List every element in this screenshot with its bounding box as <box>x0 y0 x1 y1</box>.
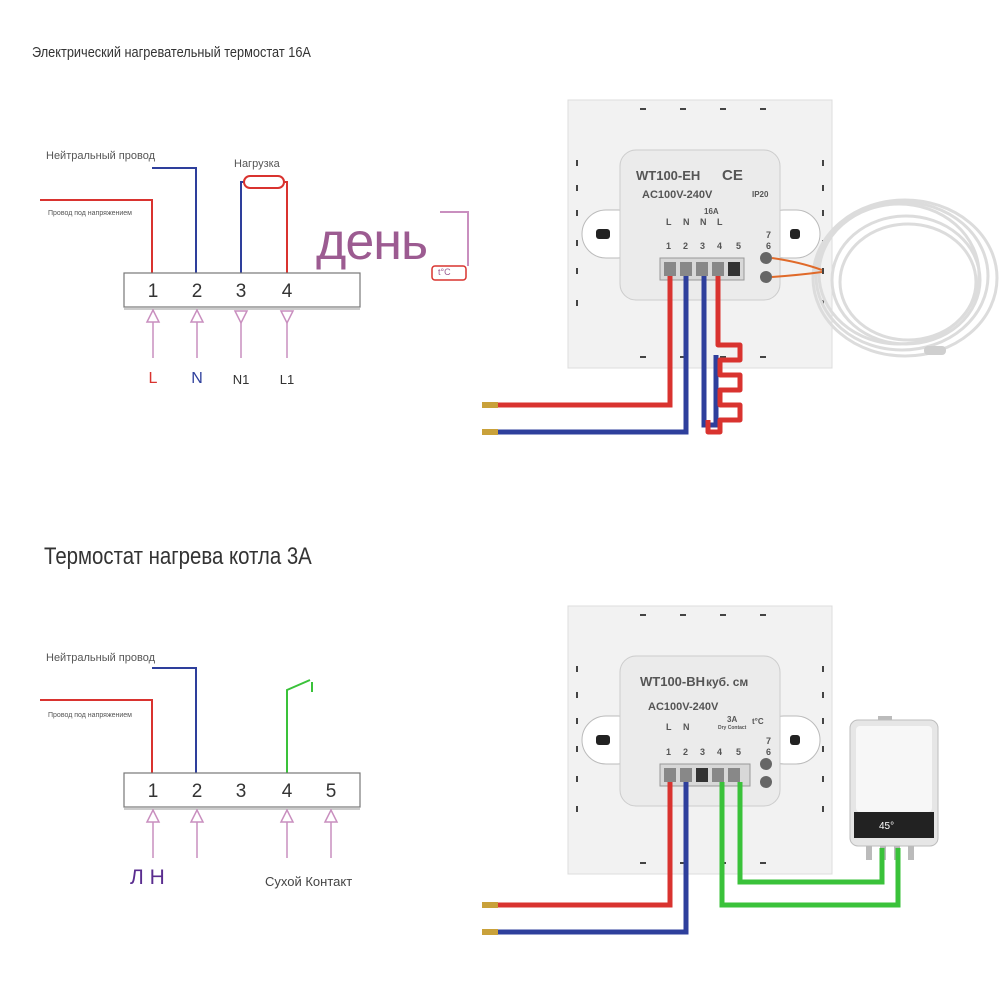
bottom-terminal-block <box>123 772 361 808</box>
top-device-current: 16A <box>704 207 719 216</box>
bottom-device-voltage: AC100V-240V <box>648 701 719 713</box>
bottom-live-wire <box>40 699 153 773</box>
bottom-device-tc: t°C <box>752 717 764 726</box>
top-device-load-coil <box>705 276 743 435</box>
bottom-dev-num-0: 1 <box>666 747 671 757</box>
bottom-device-blue-wire <box>498 782 689 935</box>
day-word: день <box>316 213 428 271</box>
top-dev-num-1: 2 <box>683 241 688 251</box>
bottom-device-model: WT100-BH <box>640 674 705 689</box>
bottom-dev-sensor-0: 7 <box>766 736 771 746</box>
top-sensor-lead <box>771 257 823 278</box>
top-device-ce: CE <box>722 167 743 184</box>
top-device-voltage: AC100V-240V <box>642 189 713 201</box>
top-bottom-label-N: N <box>191 370 203 387</box>
top-dev-num-0: 1 <box>666 241 671 251</box>
bottom-dev-num-4: 5 <box>736 747 741 757</box>
top-device-ip: IP20 <box>752 190 769 199</box>
bottom-dev-sensor-1: 6 <box>766 747 771 757</box>
boiler-display: 45° <box>879 821 894 832</box>
boiler-image <box>849 716 939 860</box>
top-dev-sensor-0: 7 <box>766 230 771 240</box>
top-sensor-coil <box>811 198 999 358</box>
bottom-dev-num-2: 3 <box>700 747 705 757</box>
bottom-terminal-1: 1 <box>147 781 159 802</box>
bottom-dev-letter-0: L <box>666 722 672 732</box>
top-temp-unit: t°C <box>438 267 451 277</box>
top-title: Электрический нагревательный термостат 1… <box>32 44 311 61</box>
bottom-dry-contact-label: Сухой Контакт <box>265 874 353 889</box>
bottom-dev-num-1: 2 <box>683 747 688 757</box>
top-load-wire-red <box>277 181 288 273</box>
top-live-label: Провод под напряжением <box>48 210 132 217</box>
bottom-device-current: 3A <box>727 715 737 724</box>
top-sensor-probe <box>924 346 946 355</box>
top-bottom-label-N1: N1 <box>232 372 250 387</box>
top-bottom-label-L: L <box>148 370 158 387</box>
top-dev-letter-1: N <box>683 217 690 227</box>
bottom-terminal-3: 3 <box>235 781 247 802</box>
top-dev-letter-3: L <box>717 217 723 227</box>
top-terminal-3: 3 <box>235 281 247 302</box>
top-terminal-2: 2 <box>191 281 203 302</box>
top-terminal-1: 1 <box>147 281 159 302</box>
top-load-element <box>243 175 285 189</box>
bottom-terminal-arrows <box>145 808 339 858</box>
top-terminal-4: 4 <box>281 281 293 302</box>
bottom-device-dry-contact: Dry Contact <box>718 725 747 731</box>
bottom-terminal-4: 4 <box>281 781 293 802</box>
bottom-device-model-suffix: куб. см <box>706 675 748 689</box>
top-dev-letter-0: L <box>666 217 672 227</box>
bottom-device-green-wire-2 <box>737 782 885 885</box>
top-sensor-box <box>431 265 467 281</box>
top-device-vents <box>576 108 824 358</box>
bottom-title: Термостат нагрева котла 3А <box>44 543 312 570</box>
bottom-neutral-wire <box>152 667 197 773</box>
bottom-dev-num-3: 4 <box>717 747 722 757</box>
top-bottom-label-L1: L1 <box>279 372 295 387</box>
bottom-terminal-2: 2 <box>191 781 203 802</box>
top-device-red-wire <box>498 276 673 408</box>
top-dev-sensor-1: 6 <box>766 241 771 251</box>
top-dev-num-4: 5 <box>736 241 741 251</box>
top-neutral-wire <box>152 167 197 273</box>
top-load-label: Нагрузка <box>234 158 280 170</box>
bottom-dry-contact-wire <box>286 679 311 773</box>
bottom-terminal-5: 5 <box>325 781 337 802</box>
top-neutral-label: Нейтральный провод <box>46 150 156 162</box>
top-dev-num-3: 4 <box>717 241 722 251</box>
top-live-wire <box>40 199 153 273</box>
bottom-device-red-wire <box>498 782 673 908</box>
top-sensor-bracket <box>440 211 469 266</box>
top-device-model: WT100-EH <box>636 168 700 183</box>
top-load-wire-blue <box>240 181 250 273</box>
top-device-blue-wire <box>498 276 689 435</box>
top-terminal-arrows <box>145 308 295 358</box>
top-terminal-block <box>123 272 361 308</box>
bottom-device-screws <box>659 758 772 788</box>
bottom-ln-label: Л Н <box>130 866 165 889</box>
bottom-dev-letter-1: N <box>683 722 690 732</box>
top-dev-num-2: 3 <box>700 241 705 251</box>
bottom-neutral-label: Нейтральный провод <box>46 652 156 664</box>
top-dev-letter-2: N <box>700 217 707 227</box>
bottom-device-green-wire-1 <box>719 782 901 908</box>
bottom-live-label: Провод под напряжением <box>48 712 132 719</box>
